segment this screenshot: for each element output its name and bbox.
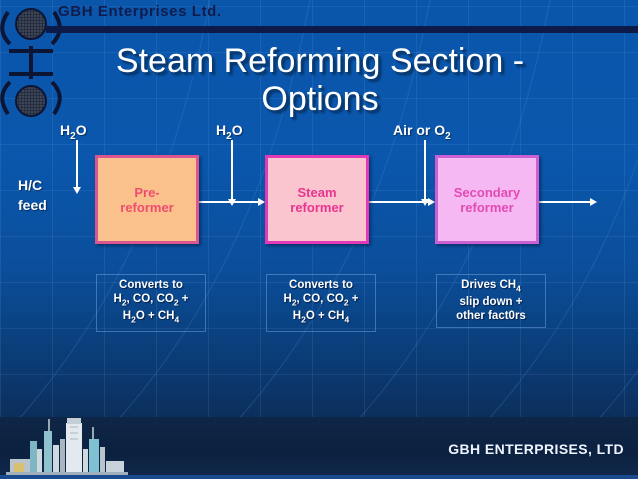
input-2-text: H <box>216 122 227 138</box>
cap2-l2b: 2 <box>291 297 297 308</box>
cap1-l2a: H <box>113 293 122 305</box>
process-box-secondary-reformer[interactable]: Secondary reformer <box>435 155 539 244</box>
arrow-h2o-to-pre-reformer <box>73 140 81 194</box>
input-1-sub: 2 <box>70 130 76 142</box>
cap1-l3a: H <box>122 310 132 323</box>
feed-label: H/C feed <box>18 175 47 215</box>
cap2-l2d: 2 <box>343 297 349 308</box>
secondary-reformer-line-2: reformer <box>460 199 514 215</box>
arrow-pre-to-steam <box>196 198 265 206</box>
cap1-line1: Converts to <box>119 279 183 291</box>
cap2-l3a: H <box>292 310 302 323</box>
cap1-l3c: O + CH <box>135 310 175 323</box>
cap2-l3c: O + CH <box>305 310 345 323</box>
process-box-pre-reformer[interactable]: Pre- reformer <box>95 155 199 244</box>
caption-pre-reformer: Converts to H2, CO, CO2 + H2O + CH4 <box>96 274 206 332</box>
arrow-h2o-to-steam-reformer <box>228 140 236 206</box>
input-2-tail: O <box>231 122 243 138</box>
input-1-text: H <box>60 122 71 138</box>
title-line-1: Steam Reforming Section - <box>115 42 525 80</box>
process-box-steam-reformer[interactable]: Steam reformer <box>265 155 369 244</box>
company-name: GBH Enterprises Ltd. <box>58 3 222 20</box>
footer-company-name: GBH ENTERPRISES, LTD <box>448 441 624 457</box>
cap3-line3: other fact0rs <box>456 310 526 323</box>
cap3-line2: slip down + <box>459 296 523 309</box>
steam-reformer-line-2: reformer <box>290 199 344 215</box>
cap1-l2e: + <box>178 293 189 305</box>
input-3-text: Air or O <box>393 122 446 138</box>
cap1-l2c: , CO, CO <box>126 293 174 305</box>
cap1-l3b: 2 <box>131 314 136 325</box>
input-3-sub: 2 <box>445 130 451 142</box>
industrial-plant-icon <box>4 405 134 477</box>
caption-steam-reformer: Converts to H2, CO, CO2 + H2O + CH4 <box>266 274 376 332</box>
cap1-l3d: 4 <box>174 314 180 325</box>
feed-label-line-2: feed <box>18 197 47 213</box>
page-title: Steam Reforming Section - Options <box>70 42 570 118</box>
title-line-2: Options <box>261 80 379 118</box>
cap2-line1: Converts to <box>289 279 353 291</box>
arrow-steam-to-secondary <box>366 198 435 206</box>
input-label-air-or-o2: Air or O2 <box>393 122 451 142</box>
cap2-l3b: 2 <box>301 314 306 325</box>
steam-reformer-line-1: Steam <box>297 184 337 200</box>
cap2-l2c: , CO, CO <box>296 293 344 305</box>
caption-secondary-reformer: Drives CH4 slip down + other fact0rs <box>436 274 546 329</box>
cap2-l2e: + <box>348 293 359 305</box>
pre-reformer-line-2: reformer <box>120 199 174 215</box>
feed-label-line-1: H/C <box>18 177 43 193</box>
input-1-tail: O <box>75 122 87 138</box>
cap2-l2a: H <box>283 293 292 305</box>
cap1-l2d: 2 <box>173 297 179 308</box>
arrow-air-to-secondary-reformer <box>421 140 429 206</box>
cap2-l3d: 4 <box>344 314 350 325</box>
cap3-l1a: Drives CH <box>461 279 517 291</box>
input-2-sub: 2 <box>226 130 232 142</box>
header-divider <box>46 26 638 33</box>
input-label-h2o-2: H2O <box>216 122 243 142</box>
pre-reformer-line-1: Pre- <box>134 184 160 200</box>
gbh-abstract-logo-icon <box>0 2 62 124</box>
cap3-l1b: 4 <box>516 283 521 294</box>
arrow-secondary-output <box>536 198 597 206</box>
secondary-reformer-line-1: Secondary <box>453 184 521 200</box>
cap1-l2b: 2 <box>121 297 127 308</box>
bottom-edge-bar <box>0 475 638 479</box>
input-label-h2o-1: H2O <box>60 122 87 142</box>
